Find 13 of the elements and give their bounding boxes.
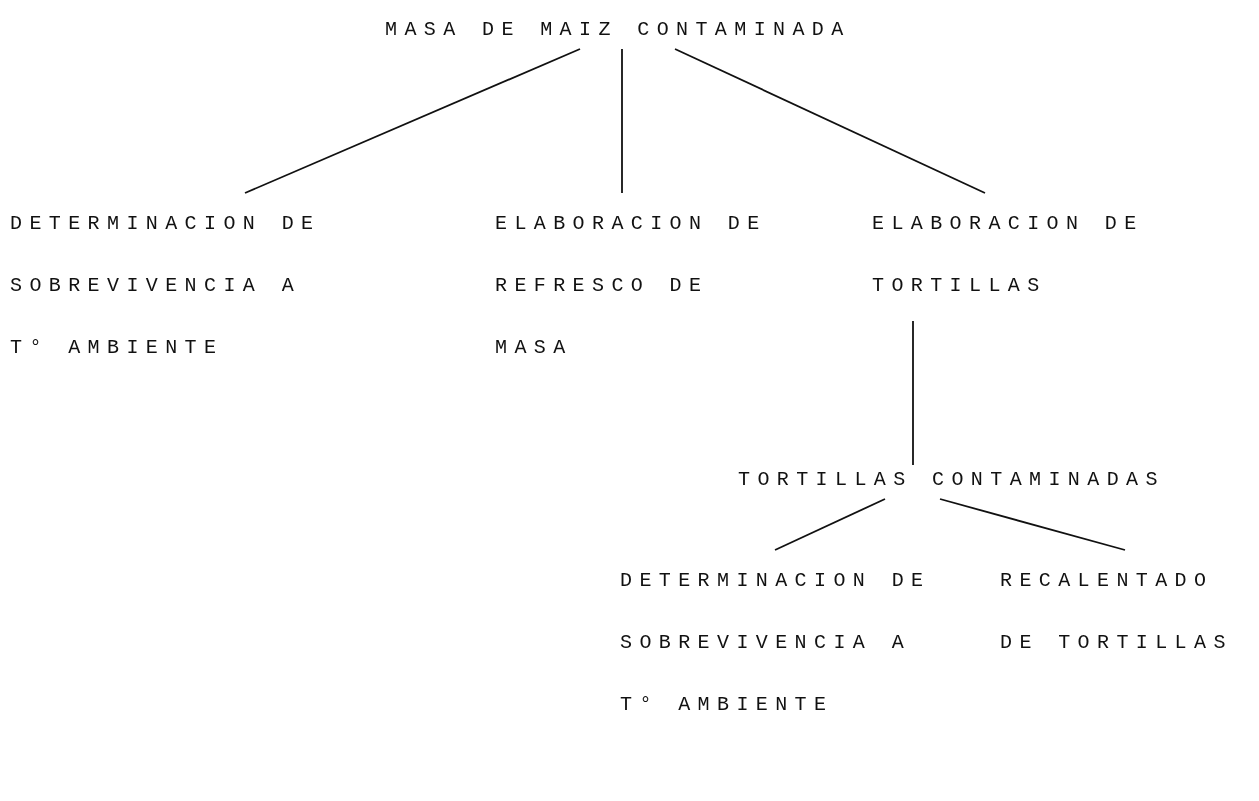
step-label: ELABORACION DE REFRESCO DE MASA <box>495 193 795 379</box>
step-label: RECALENTADO DE TORTILLAS <box>1000 550 1240 674</box>
connector-line <box>912 320 914 466</box>
step-label: DETERMINACION DE SOBREVIVENCIA A T° AMBIENTE <box>620 550 940 736</box>
step-label: TORTILLAS CONTAMINADAS <box>738 465 1178 495</box>
connector-line <box>244 48 581 194</box>
connector-line <box>621 48 623 194</box>
connector-line <box>774 498 886 551</box>
step-label: ELABORACION DE TORTILLAS <box>872 193 1172 317</box>
step-label: DETERMINACION DE SOBREVIVENCIA A T° AMBIENTE <box>10 193 330 379</box>
step-label: MASA DE MAIZ CONTAMINADA <box>385 15 865 45</box>
connector-line <box>939 498 1126 551</box>
connector-line <box>674 48 986 194</box>
